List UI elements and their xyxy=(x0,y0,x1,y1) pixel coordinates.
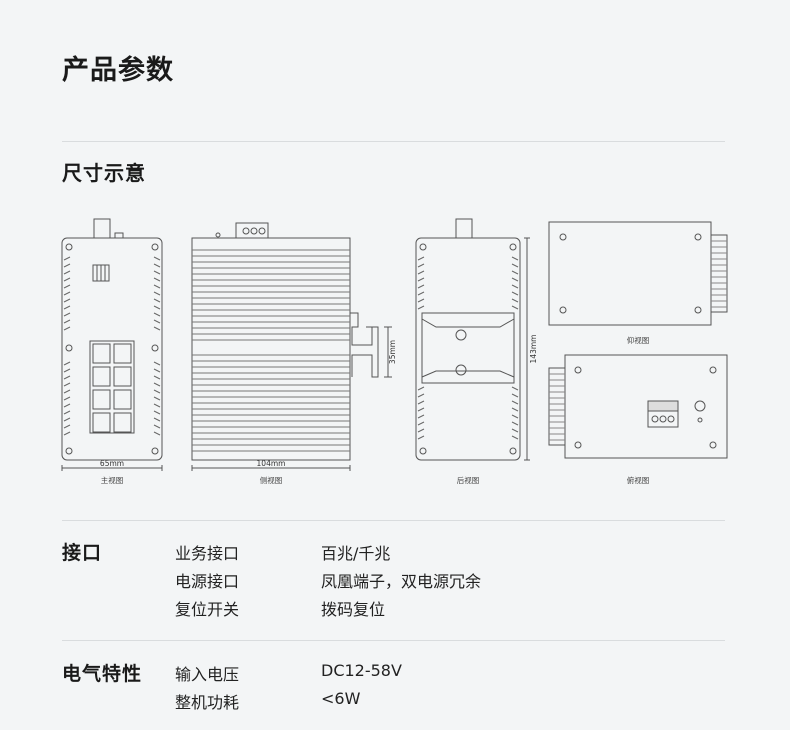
back-view-drawing xyxy=(415,218,530,461)
divider xyxy=(62,520,725,521)
spec-value: 拨码复位 xyxy=(321,600,386,619)
spec-value: DC12-58V xyxy=(321,661,402,680)
spec-value: <6W xyxy=(321,689,361,708)
dimension-drawing: 65mm 主视图 104mm 侧视图 35mm 143mm 后视图 仰视图 俯视… xyxy=(61,218,728,485)
spec-label: 输入电压 xyxy=(175,665,240,684)
electrical-heading: 电气特性 xyxy=(62,663,143,685)
front-view-drawing xyxy=(61,218,163,471)
side-width-label: 104mm xyxy=(257,459,286,468)
side-view-drawing xyxy=(191,222,392,471)
bottom-view-drawing xyxy=(548,221,728,326)
electrical-section: 电气特性 输入电压 DC12-58V 整机功耗 <6W xyxy=(62,659,725,719)
rj45-port-grid xyxy=(89,340,135,434)
divider xyxy=(62,640,725,641)
spec-label: 整机功耗 xyxy=(175,693,240,712)
spec-value: 凤凰端子，双电源冗余 xyxy=(321,572,482,591)
dimension-section-title: 尺寸示意 xyxy=(62,161,146,185)
back-view-caption: 后视图 xyxy=(457,475,480,485)
side-view-caption: 侧视图 xyxy=(260,475,283,485)
bottom-view-caption: 仰视图 xyxy=(627,335,650,345)
page-title: 产品参数 xyxy=(62,55,174,86)
interface-heading: 接口 xyxy=(62,542,103,564)
spec-label: 电源接口 xyxy=(175,572,240,591)
top-view-caption: 俯视图 xyxy=(627,475,650,485)
front-view-caption: 主视图 xyxy=(101,475,124,485)
interface-section: 接口 业务接口 百兆/千兆 电源接口 凤凰端子，双电源冗余 复位开关 拨码复位 xyxy=(62,538,725,628)
height-label: 143mm xyxy=(529,335,538,364)
din-rail-height-label: 35mm xyxy=(388,340,397,364)
top-view-drawing xyxy=(548,354,728,459)
front-width-label: 65mm xyxy=(100,459,124,468)
spec-label: 复位开关 xyxy=(175,600,240,619)
divider xyxy=(62,141,725,142)
spec-label: 业务接口 xyxy=(175,544,240,563)
spec-value: 百兆/千兆 xyxy=(321,544,391,563)
